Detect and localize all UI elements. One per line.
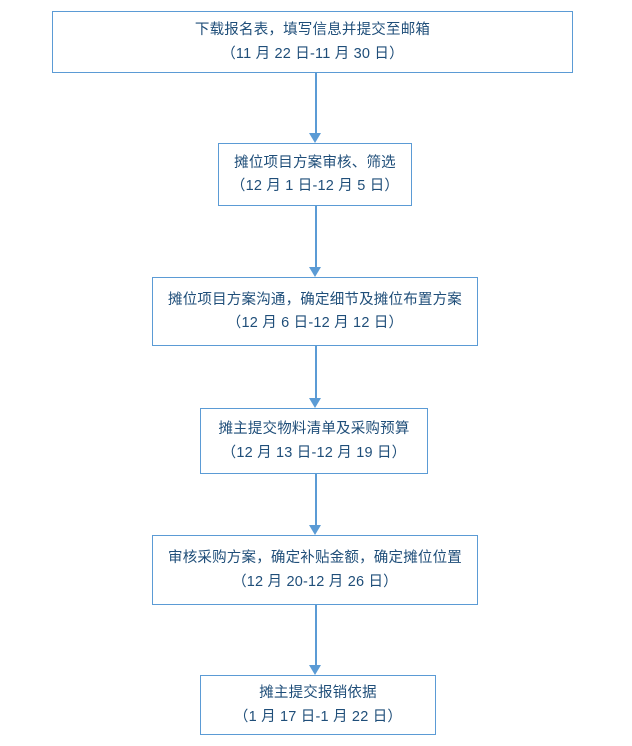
flow-node-step-1: 下载报名表，填写信息并提交至邮箱 （11 月 22 日-11 月 30 日） xyxy=(52,11,573,73)
arrow-down-icon-step-3-to-step-4 xyxy=(309,346,322,408)
flow-node-title: 摊位项目方案审核、筛选 xyxy=(234,154,396,171)
arrow-down-icon-step-2-to-step-3 xyxy=(309,206,322,277)
flow-node-step-6: 摊主提交报销依据 （1 月 17 日-1 月 22 日） xyxy=(200,675,436,735)
arrow-stem xyxy=(314,474,317,525)
flow-node-title: 摊位项目方案沟通，确定细节及摊位布置方案 xyxy=(168,291,462,308)
flow-node-date: （12 月 13 日-12 月 19 日） xyxy=(221,444,407,461)
flow-node-step-3: 摊位项目方案沟通，确定细节及摊位布置方案 （12 月 6 日-12 月 12 日… xyxy=(152,277,478,346)
flow-node-step-5: 审核采购方案，确定补贴金额，确定摊位位置 （12 月 20-12 月 26 日） xyxy=(152,535,478,605)
arrow-down-icon-step-5-to-step-6 xyxy=(309,605,322,675)
flow-node-date: （12 月 6 日-12 月 12 日） xyxy=(226,315,404,331)
flow-node-step-2: 摊位项目方案审核、筛选 （12 月 1 日-12 月 5 日） xyxy=(218,143,412,206)
arrow-head xyxy=(309,525,321,535)
arrow-down-icon-step-4-to-step-5 xyxy=(309,474,322,535)
arrow-stem xyxy=(314,605,317,665)
arrow-head xyxy=(309,665,321,675)
arrow-stem xyxy=(314,346,317,398)
flow-node-title: 下载报名表，填写信息并提交至邮箱 xyxy=(194,22,431,38)
flow-node-date: （12 月 1 日-12 月 5 日） xyxy=(230,178,400,194)
flow-node-date: （12 月 20-12 月 26 日） xyxy=(232,573,398,590)
arrow-head xyxy=(309,398,321,408)
flow-node-title: 摊主提交报销依据 xyxy=(259,685,377,701)
flow-node-date: （11 月 22 日-11 月 30 日） xyxy=(221,45,404,62)
flow-node-date: （1 月 17 日-1 月 22 日） xyxy=(233,708,403,725)
arrow-head xyxy=(309,133,321,143)
flow-node-title: 审核采购方案，确定补贴金额，确定摊位位置 xyxy=(168,550,462,566)
arrow-stem xyxy=(314,73,317,133)
arrow-head xyxy=(309,267,321,277)
arrow-down-icon-step-1-to-step-2 xyxy=(309,73,322,143)
flow-node-title: 摊主提交物料清单及采购预算 xyxy=(218,421,410,437)
arrow-stem xyxy=(314,206,317,267)
flow-node-step-4: 摊主提交物料清单及采购预算 （12 月 13 日-12 月 19 日） xyxy=(200,408,428,474)
